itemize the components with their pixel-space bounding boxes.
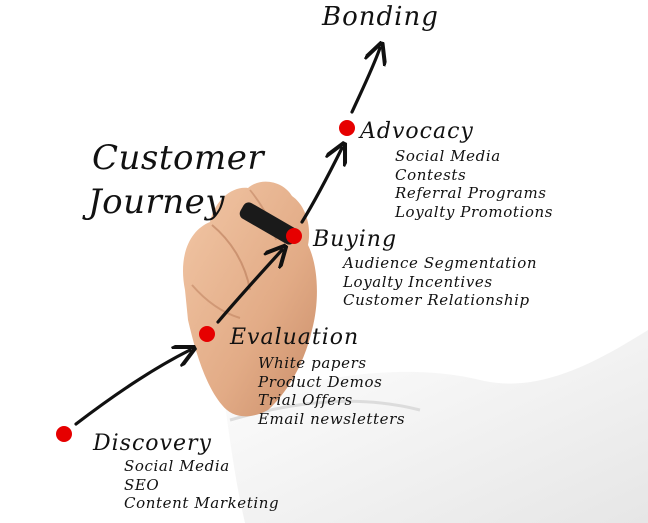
diagram-title-line-1: Customer (92, 138, 265, 178)
buying-item: Loyalty Incentives (343, 272, 493, 291)
stage-label-bonding: Bonding (322, 2, 439, 32)
stage-dot-advocacy (339, 120, 355, 136)
stage-label-evaluation: Evaluation (230, 325, 360, 350)
discovery-item-list: Social Media SEO Content Marketing (124, 457, 279, 513)
shirt-sleeve (225, 330, 648, 523)
marker-pen (239, 202, 299, 245)
arrow-discovery-to-evaluation (74, 350, 190, 426)
advocacy-item: Social Media (395, 147, 501, 165)
advocacy-item-list: Social Media Contests Referral Programs … (395, 147, 553, 221)
evaluation-item: Trial Offers (258, 391, 353, 409)
stage-label-discovery: Discovery (93, 431, 212, 456)
stage-dot-discovery (56, 426, 72, 442)
stage-label-buying: Buying (313, 227, 398, 252)
advocacy-item: Referral Programs (395, 184, 547, 202)
advocacy-item: Loyalty Promotions (395, 202, 554, 221)
buying-item: Customer Relationship (343, 291, 530, 309)
stage-dots (56, 120, 355, 442)
hand-with-marker-illustration (182, 181, 648, 523)
evaluation-item-list: White papers Product Demos Trial Offers … (258, 354, 405, 428)
arrow-evaluation-to-buying (216, 250, 282, 324)
evaluation-item: Email newsletters (258, 409, 406, 428)
advocacy-item: Contests (395, 165, 467, 184)
evaluation-item: White papers (258, 354, 367, 372)
stage-dot-evaluation (199, 326, 215, 342)
evaluation-item: Product Demos (258, 372, 383, 391)
journey-arrows (74, 48, 380, 426)
arrow-advocacy-to-bonding (350, 48, 380, 114)
stage-dot-buying (286, 228, 302, 244)
discovery-item: Social Media (124, 457, 230, 475)
diagram-title-line-2: Journey (88, 182, 225, 222)
buying-item-list: Audience Segmentation Loyalty Incentives… (343, 254, 537, 310)
discovery-item: Content Marketing (124, 494, 280, 512)
stage-label-advocacy: Advocacy (360, 119, 474, 144)
buying-item: Audience Segmentation (343, 254, 538, 272)
discovery-item: SEO (124, 475, 160, 494)
arrow-buying-to-advocacy (300, 148, 342, 224)
